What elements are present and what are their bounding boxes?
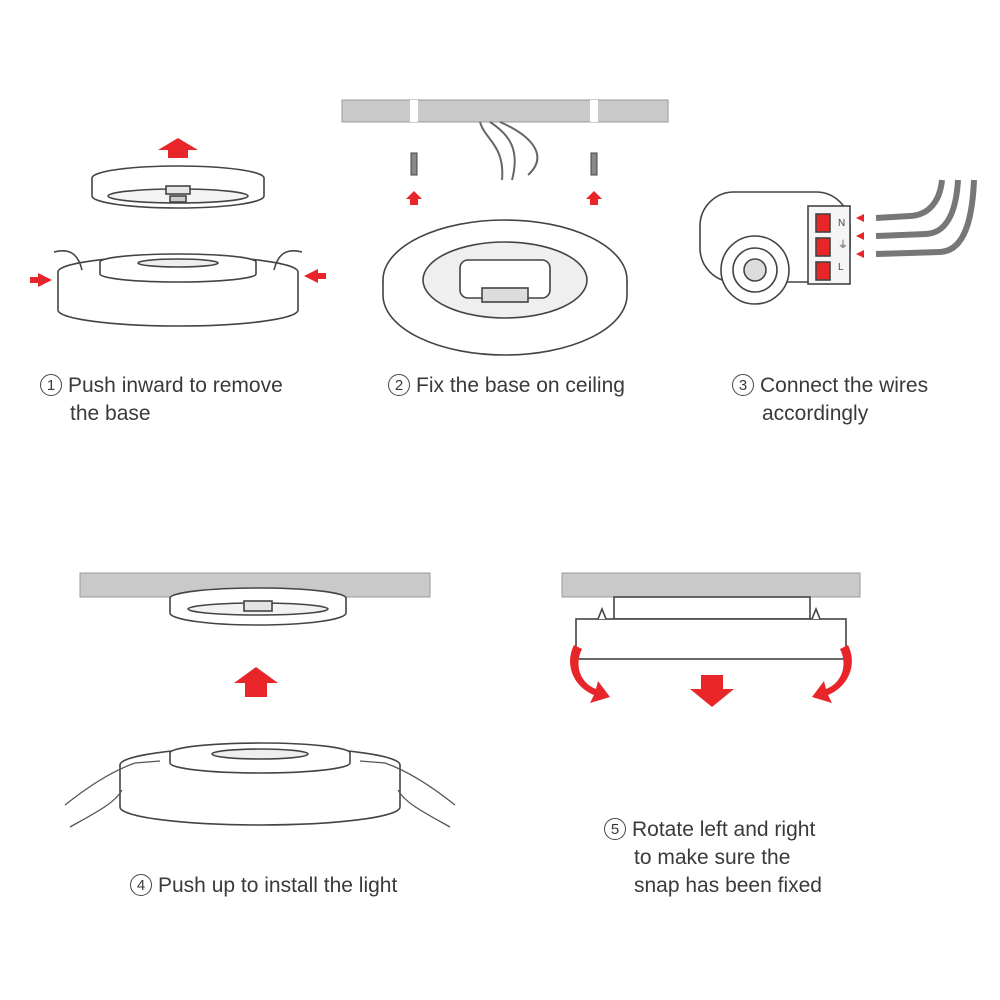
step2-illustration: [341, 99, 669, 356]
step5-illustration: [561, 572, 861, 707]
caption-line: Connect the wires: [760, 374, 929, 397]
up-arrow-icon: [234, 667, 278, 697]
step2-caption: 2 Fix the base on ceiling: [388, 372, 625, 400]
ceiling: [561, 572, 861, 598]
mounted-base: [169, 587, 347, 626]
step-number-badge: 4: [130, 874, 152, 896]
down-arrow-icon: [690, 675, 734, 707]
step-number-badge: 2: [388, 374, 410, 396]
terminal-block: [699, 191, 851, 305]
up-arrow-icon: [406, 191, 422, 205]
snap-assembly: [575, 596, 847, 660]
terminal-label-l: L: [838, 262, 844, 273]
connected-wires: [875, 179, 977, 257]
step4-caption: 4 Push up to install the light: [130, 872, 397, 900]
caption-line: accordingly: [762, 402, 869, 425]
terminal-label-n: N: [838, 218, 845, 229]
ceiling-wires: [479, 121, 539, 181]
caption-line: to make sure the: [634, 846, 791, 869]
ceiling: [341, 99, 669, 123]
screw-icon: [410, 152, 598, 176]
step1-caption: 1 Push inward to remove the base: [40, 372, 283, 428]
step-number-badge: 1: [40, 374, 62, 396]
mounting-base: [382, 219, 628, 356]
caption-line: Push up to install the light: [158, 874, 398, 897]
step-number-badge: 5: [604, 818, 626, 840]
caption-line: Fix the base on ceiling: [416, 374, 625, 397]
up-arrow-icon: [158, 138, 198, 158]
light-body: [119, 742, 401, 826]
terminal-label-ground: ⏚: [838, 239, 848, 251]
light-body: [53, 250, 303, 327]
terminal-labels: N ⏚ L: [838, 218, 848, 273]
caption-line: snap has been fixed: [634, 874, 822, 897]
push-arrow-left-icon: [30, 273, 52, 287]
rotate-right-arrow-icon: [812, 645, 852, 703]
caption-line: the base: [70, 402, 151, 425]
step1-illustration: [30, 138, 326, 327]
up-arrow-icon: [586, 191, 602, 205]
step-number-badge: 3: [732, 374, 754, 396]
hands: [64, 760, 456, 828]
step3-caption: 3 Connect the wires accordingly: [732, 372, 928, 428]
push-arrow-right-icon: [304, 269, 326, 283]
caption-line: Push inward to remove: [68, 374, 283, 397]
step4-illustration: [64, 572, 456, 828]
rotate-left-arrow-icon: [570, 645, 610, 703]
step3-illustration: N ⏚ L: [699, 179, 977, 305]
base-ring: [91, 165, 265, 209]
caption-line: Rotate left and right: [632, 818, 816, 841]
insert-arrow-icon: [856, 214, 864, 258]
